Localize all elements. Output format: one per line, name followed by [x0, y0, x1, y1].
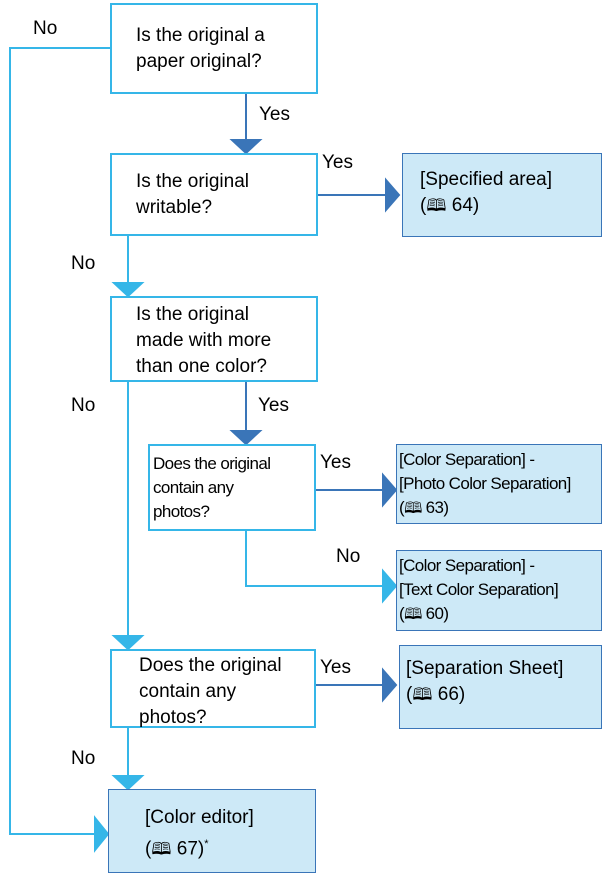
question-paper-original: Is the original a paper original? [110, 3, 318, 94]
page-number: 60 [425, 604, 444, 623]
result-title: [Color Separation] - [399, 450, 535, 469]
no-arrowhead [111, 635, 145, 651]
question-text: writable? [136, 197, 213, 218]
question-text: contain any [139, 681, 237, 702]
question-text: than one color? [136, 356, 267, 377]
book-icon: 🕮 [404, 605, 422, 623]
no-arrowhead [111, 282, 145, 298]
result-title: [Photo Color Separation] [399, 474, 571, 493]
no-label: No [33, 18, 58, 39]
yes-arrowhead [385, 177, 401, 213]
page-number: 67 [176, 838, 198, 860]
page-number: 66 [437, 684, 459, 705]
book-icon: 🕮 [426, 196, 447, 216]
result-title: [Color editor] [145, 807, 254, 828]
page-reference: (🕮 66) [406, 684, 466, 705]
book-icon: 🕮 [404, 499, 422, 517]
yes-arrowhead [382, 667, 398, 703]
no-arrowhead [94, 815, 110, 853]
question-text: photos? [139, 707, 207, 728]
question-text: Does the original [139, 655, 282, 676]
result-title: [Text Color Separation] [399, 580, 559, 599]
result-title: [Specified area] [420, 169, 553, 190]
result-color-editor: [Color editor] (🕮 67)* [108, 789, 316, 873]
no-label: No [71, 253, 96, 274]
yes-label: Yes [258, 395, 289, 416]
question-text: photos? [153, 502, 210, 521]
yes-label: Yes [320, 452, 351, 473]
no-label: No [336, 546, 361, 567]
question-text: paper original? [136, 51, 262, 72]
result-text-color-separation: [Color Separation] - [Text Color Separat… [396, 550, 602, 631]
question-multiple-colors: Is the original made with more than one … [110, 296, 318, 382]
no-arrowhead [111, 775, 145, 791]
question-photos-color: Does the original contain any photos? [148, 444, 316, 531]
no-connector [245, 531, 383, 587]
page-number: 64 [451, 195, 473, 216]
yes-arrowhead [382, 472, 398, 508]
yes-arrowhead [229, 139, 263, 155]
question-text: Does the original [153, 454, 271, 473]
page-reference: (🕮 64) [420, 195, 480, 216]
question-photos-mono: Does the original contain any photos? [110, 649, 316, 728]
question-text: Is the original a [136, 25, 265, 46]
no-label: No [71, 748, 96, 769]
result-title: [Separation Sheet] [406, 658, 564, 679]
result-photo-color-separation: [Color Separation] - [Photo Color Separa… [396, 444, 602, 524]
book-icon: 🕮 [412, 685, 433, 705]
no-connector [9, 47, 110, 835]
yes-label: Yes [322, 152, 353, 173]
no-label: No [71, 395, 96, 416]
no-arrowhead [382, 568, 398, 604]
yes-arrowhead [229, 430, 263, 446]
question-writable: Is the original writable? [110, 153, 318, 236]
yes-label: Yes [259, 104, 290, 125]
question-text: made with more [136, 330, 272, 351]
result-specified-area: [Specified area] (🕮 64) [402, 153, 602, 237]
result-separation-sheet: [Separation Sheet] (🕮 66) [399, 645, 602, 729]
page-reference: (🕮 63) [399, 498, 449, 517]
question-text: contain any [153, 478, 234, 497]
result-title: [Color Separation] - [399, 556, 535, 575]
question-text: Is the original [136, 171, 250, 192]
page-number: 63 [425, 498, 444, 517]
footnote-marker: * [204, 838, 209, 850]
question-text: Is the original [136, 304, 250, 325]
page-reference: (🕮 67)* [145, 838, 209, 860]
yes-label: Yes [320, 657, 351, 678]
book-icon: 🕮 [151, 839, 172, 860]
page-reference: (🕮 60) [399, 604, 449, 623]
